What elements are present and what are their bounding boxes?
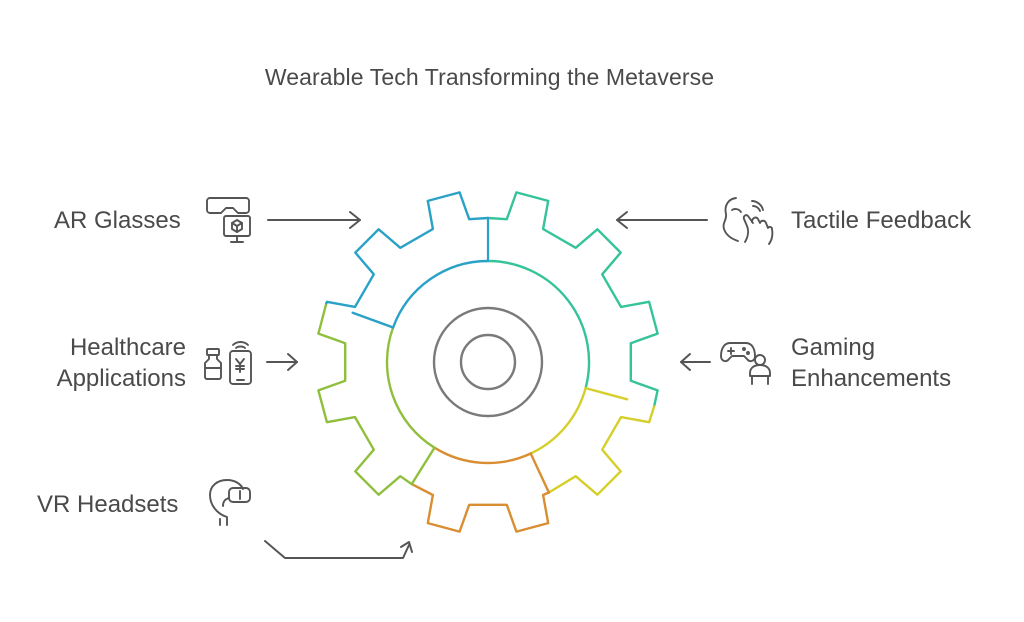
gear-segment-yellow-inner-arc bbox=[529, 386, 587, 455]
gear-segment-orange bbox=[410, 446, 551, 533]
gear-segment-yellow-teeth bbox=[547, 405, 656, 496]
gear-segment-teal-inner-arc bbox=[486, 259, 591, 390]
gear-segment-orange-divider bbox=[529, 452, 551, 494]
tactile-hand-icon bbox=[722, 197, 774, 245]
gamepad-person-icon bbox=[720, 342, 771, 385]
arrow-ar-glasses bbox=[267, 211, 361, 229]
gear-segment-blue-divider bbox=[351, 311, 395, 329]
gear-segment-teal-teeth bbox=[486, 191, 659, 408]
gear-segment-teal bbox=[486, 191, 659, 408]
gear-segment-blue-teeth bbox=[325, 191, 490, 309]
arrow-gaming bbox=[680, 353, 711, 371]
gear-segment-olive-teeth bbox=[317, 302, 413, 496]
diagram-title: Wearable Tech Transforming the Metaverse bbox=[264, 64, 715, 90]
gear-segment-orange-teeth bbox=[410, 482, 551, 533]
gear-segment-blue bbox=[325, 191, 490, 329]
gear-segment-yellow bbox=[529, 386, 656, 496]
label-vr-headsets: VR Headsets bbox=[37, 491, 179, 518]
gear-segment-olive bbox=[317, 302, 436, 496]
gear-segment-yellow-divider bbox=[584, 386, 629, 401]
label-ar-glasses: AR Glasses bbox=[54, 207, 181, 234]
healthcare-phone-icon bbox=[204, 341, 252, 385]
label-tactile-feedback: Tactile Feedback bbox=[791, 207, 972, 234]
gear-segment-olive-divider bbox=[410, 446, 436, 486]
arrow-healthcare bbox=[266, 353, 298, 371]
gear-hub-inner bbox=[459, 333, 517, 391]
gear-segment-orange-inner-arc bbox=[433, 446, 532, 465]
gear-segment-blue-inner-arc bbox=[391, 259, 490, 329]
arrow-vr-headsets bbox=[264, 540, 413, 559]
gear-outline bbox=[317, 191, 659, 533]
ar-glasses-icon bbox=[206, 197, 251, 243]
label-healthcare-applications: Healthcare Applications bbox=[56, 334, 186, 392]
arrows bbox=[264, 211, 711, 559]
gear-segment-olive-inner-arc bbox=[385, 326, 436, 449]
gear-hub-outer bbox=[432, 306, 544, 418]
label-gaming-enhancements: Gaming Enhancements bbox=[791, 334, 952, 392]
arrow-tactile-feedback bbox=[616, 211, 708, 229]
vr-headset-icon bbox=[209, 479, 251, 526]
